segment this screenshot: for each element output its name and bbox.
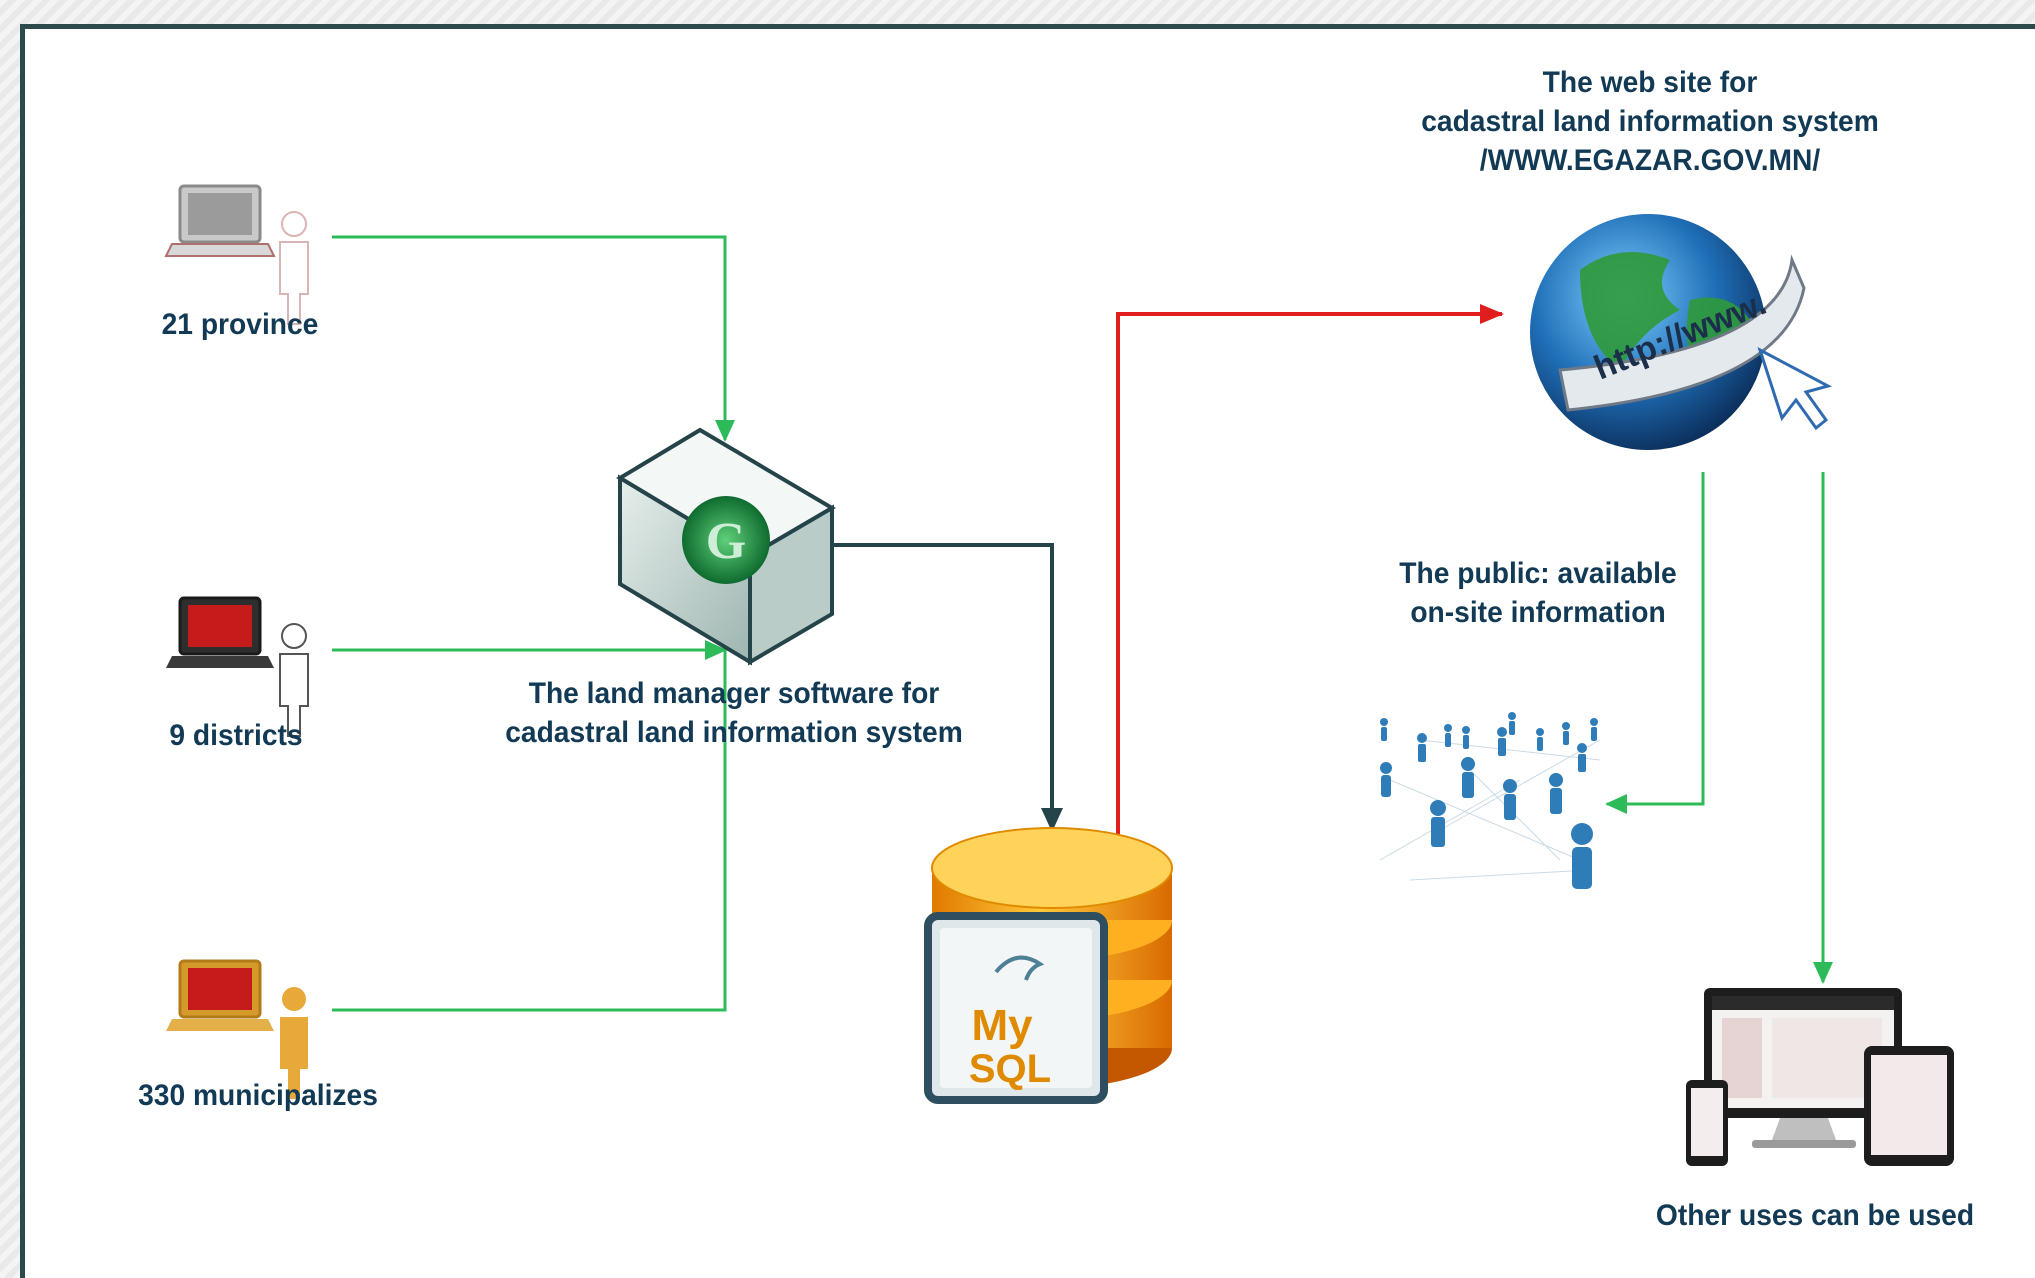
software-caption-line1: The land manager software for (528, 677, 940, 710)
software-cube-icon: G (616, 427, 836, 666)
public-caption-line2: on-site information (1410, 596, 1666, 629)
people-network-icon (1379, 712, 1601, 889)
multi-device-icon (1686, 988, 1954, 1166)
laptop-user-icon (164, 184, 309, 325)
municipal-label: 330 municipalizes (138, 1079, 378, 1112)
mysql-logo-bottom: SQL (969, 1047, 1051, 1091)
website-caption-line3: /WWW.EGAZAR.GOV.MN/ (1479, 144, 1821, 177)
other-uses-label: Other uses can be used (1655, 1199, 1975, 1232)
laptop-user-icon (166, 959, 308, 1099)
districts-label: 9 districts (169, 719, 303, 752)
arrow-software-to-database (765, 543, 1063, 832)
software-caption-line2: cadastral land information system (505, 716, 963, 749)
laptop-user-icon (166, 596, 309, 737)
mysql-logo-top: My (971, 1001, 1033, 1050)
website-caption-line2: cadastral land information system (1421, 105, 1879, 138)
province-label: 21 province (161, 308, 319, 341)
arrow-province-to-software (332, 235, 735, 442)
arrow-website-to-public (1605, 472, 1705, 814)
mysql-database-icon: My SQL (924, 827, 1173, 1104)
public-caption-line1: The public: available (1399, 557, 1677, 590)
software-logo-text: G (706, 513, 746, 570)
arrow-database-to-website (1116, 304, 1504, 835)
arrow-municipal-to-software (332, 613, 735, 1012)
website-caption-line1: The web site for (1542, 66, 1758, 99)
globe-www-icon: http://www. (1530, 214, 1833, 450)
software-logo-icon (682, 496, 770, 584)
